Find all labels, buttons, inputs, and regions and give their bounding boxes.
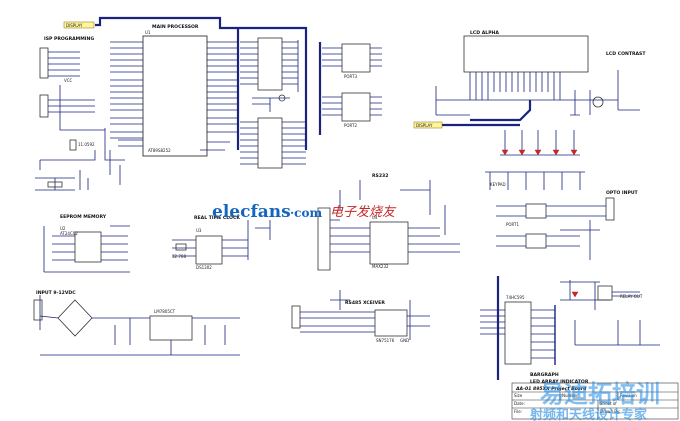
- title-sheet: Sheet of: [600, 401, 617, 406]
- u5-part: LM7805CT: [154, 309, 176, 314]
- net-relay-out: RELAY OUT: [620, 294, 643, 299]
- net-xtal2: 32.768: [172, 254, 186, 259]
- u6-part: SN75176: [376, 338, 395, 343]
- label-eeprom: EEPROM MEMORY: [60, 214, 107, 220]
- u4-ref: U4: [372, 215, 378, 220]
- watermark-dotcom: ·com: [290, 206, 322, 220]
- net-display-top: DISPLAY: [66, 23, 83, 28]
- label-led-array: LED ARRAY INDICATOR: [530, 379, 589, 385]
- title-revision: Revision: [620, 393, 637, 398]
- u3-part: DS1302: [196, 265, 212, 270]
- net-keypad: KEYPAD: [490, 182, 506, 187]
- label-rs485: RS485 XCEIVER: [345, 300, 385, 306]
- label-opto: OPTO INPUT: [606, 190, 639, 196]
- label-lcd-contrast: LCD CONTRAST: [606, 51, 646, 57]
- net-gnd: GND: [400, 338, 409, 343]
- u3-ref: U3: [196, 228, 202, 233]
- title-size: Size: [514, 393, 523, 398]
- u2-part: AT24C02: [60, 231, 78, 236]
- watermark-cn-brand: 易迪拓培训: [540, 380, 660, 408]
- u4-part: MAX232: [372, 264, 389, 269]
- label-isp: ISP PROGRAMMING: [44, 36, 94, 42]
- u7-part: 74HC595: [506, 295, 525, 300]
- u1-ref: U1: [145, 30, 151, 35]
- net-vcc: VCC: [64, 78, 73, 83]
- net-xtal: 11.0592: [78, 142, 95, 147]
- label-input-power: INPUT 9-12VDC: [36, 290, 76, 296]
- watermark-site: elecfans: [212, 202, 291, 222]
- net-port2: PORT2: [344, 123, 357, 128]
- title-number: Number: [562, 393, 578, 398]
- label-bargraph: BARGRAPH: [530, 372, 559, 378]
- watermark-cn-sub: 电子发烧友: [330, 205, 397, 220]
- label-rtc: REAL TIME CLOCK: [194, 215, 240, 221]
- label-lcd: LCD ALPHA: [470, 30, 499, 36]
- net-display-right: DISPLAY: [416, 123, 433, 128]
- title-date: Date:: [514, 401, 525, 406]
- u2-ref: U2: [60, 226, 66, 231]
- u1-part: AT89S8252: [148, 148, 171, 153]
- title-drawn: Drawn By:: [600, 409, 620, 414]
- label-rs232: RS232: [372, 173, 388, 179]
- title-file: File:: [514, 409, 522, 414]
- net-port3: PORT3: [344, 74, 357, 79]
- net-port1: PORT1: [506, 222, 519, 227]
- watermark-cn-tagline: 射频和天线设计专家: [529, 407, 648, 421]
- label-main-processor: MAIN PROCESSOR: [152, 24, 199, 30]
- title-project: AA-01 895XX Project Board: [515, 386, 587, 392]
